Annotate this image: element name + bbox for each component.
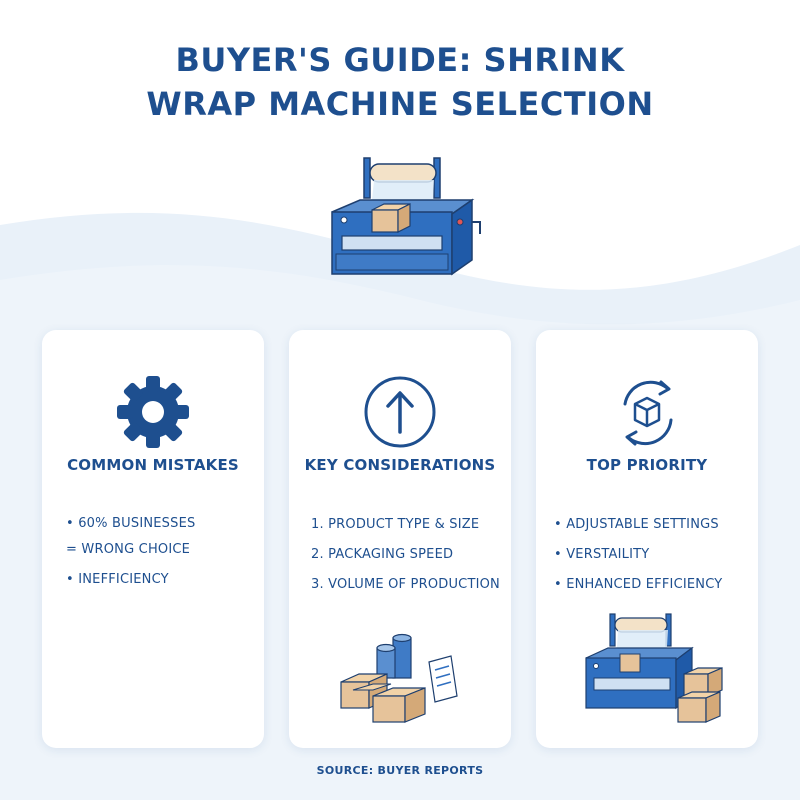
list-item: • INEFFICIENCY	[66, 572, 169, 587]
boxes-and-documents-illustration	[340, 633, 458, 723]
card-title: COMMON MISTAKES	[67, 456, 239, 474]
card-list: • 60% BUSINESSES = WRONG CHOICE • INEFFI…	[66, 510, 195, 594]
source-note: SOURCE: BUYER REPORTS	[316, 764, 484, 777]
card-title: TOP PRIORITY	[586, 456, 708, 474]
gear-icon	[117, 376, 189, 448]
list-item: 1. PRODUCT TYPE & SIZE	[311, 517, 480, 532]
list-item: 2. PACKAGING SPEED	[311, 547, 454, 562]
list-item: • VERSTAILITY	[554, 547, 650, 562]
list-item: • 60% BUSINESSES	[66, 516, 196, 531]
page-title: BUYER'S GUIDE: SHRINK WRAP MACHINE SELEC…	[0, 38, 800, 126]
card-title: KEY CONSIDERATIONS	[304, 456, 496, 474]
arrow-up-circle-icon	[364, 376, 436, 448]
page-title-line-2: WRAP MACHINE SELECTION	[146, 85, 654, 123]
card-list: 1. PRODUCT TYPE & SIZE 2. PACKAGING SPEE…	[311, 510, 500, 600]
list-item: = WRONG CHOICE	[66, 542, 191, 557]
card-key-considerations: KEY CONSIDERATIONS 1. PRODUCT TYPE & SIZ…	[289, 330, 511, 748]
shrink-wrap-machine-illustration	[331, 157, 481, 276]
card-list: • ADJUSTABLE SETTINGS • VERSTAILITY • EN…	[554, 510, 722, 600]
page-title-line-1: BUYER'S GUIDE: SHRINK	[175, 41, 625, 79]
box-rotate-icon	[623, 380, 673, 446]
card-common-mistakes: COMMON MISTAKES • 60% BUSINESSES = WRONG…	[42, 330, 264, 748]
list-item: • ADJUSTABLE SETTINGS	[554, 517, 719, 532]
list-item: 3. VOLUME OF PRODUCTION	[311, 577, 500, 592]
list-item: • ENHANCED EFFICIENCY	[554, 577, 723, 592]
shrink-wrap-machine-with-boxes-illustration	[585, 613, 723, 723]
card-top-priority: TOP PRIORITY • ADJUSTABLE SETTINGS • VER…	[536, 330, 758, 748]
